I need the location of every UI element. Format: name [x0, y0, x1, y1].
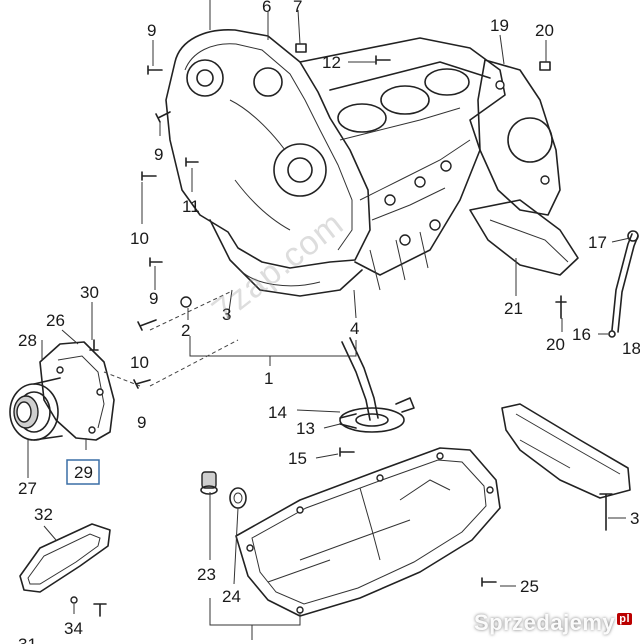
label-34: 34 [64, 619, 83, 638]
label-17: 17 [588, 233, 607, 252]
label-25: 25 [520, 577, 539, 596]
label-31: 31 [18, 635, 37, 644]
label-20b: 20 [546, 335, 565, 354]
label-10b: 10 [130, 353, 149, 372]
label-4: 4 [350, 319, 359, 338]
label-28: 28 [18, 331, 37, 350]
oil-pickup [339, 337, 415, 433]
drain-plug [200, 471, 247, 509]
oil-pan [235, 447, 501, 617]
gasket [19, 523, 111, 593]
label-27: 27 [18, 479, 37, 498]
label-9d: 9 [137, 413, 146, 432]
label-11: 11 [182, 197, 200, 216]
label-30: 30 [80, 283, 99, 302]
label-6: 6 [262, 0, 271, 16]
label-14: 14 [268, 403, 287, 422]
label-9c: 9 [149, 289, 158, 308]
oil-seal-housing [9, 341, 115, 441]
lower-baffle [501, 403, 631, 499]
rear-plate [477, 59, 561, 216]
label-3: 3 [222, 305, 231, 324]
label-29: 29 [74, 463, 93, 482]
engine-block [165, 29, 506, 297]
brand-name: Sprzedajemy [473, 610, 616, 635]
label-12: 12 [322, 53, 341, 72]
label-26: 26 [46, 311, 65, 330]
label-7: 7 [293, 0, 302, 16]
label-2: 2 [181, 321, 190, 340]
label-9a: 9 [147, 21, 156, 40]
label-18: 18 [622, 339, 640, 358]
label-15: 15 [288, 449, 307, 468]
label-20a: 20 [535, 21, 554, 40]
label-9b: 9 [154, 145, 163, 164]
bolts [70, 43, 613, 617]
label-33: 3 [630, 509, 639, 528]
label-32: 32 [34, 505, 53, 524]
label-16: 16 [572, 325, 591, 344]
dipstick-assembly [608, 230, 639, 338]
label-23: 23 [197, 565, 216, 584]
oil-baffle [469, 199, 579, 276]
leader-lines [27, 0, 631, 640]
part-number-labels: 6 7 9 12 19 20 9 11 10 17 30 9 21 26 2 3… [18, 0, 640, 644]
label-1: 1 [264, 369, 273, 388]
label-13: 13 [296, 419, 315, 438]
label-29-box [66, 459, 100, 485]
label-21: 21 [504, 299, 523, 318]
brand-suffix: pl [617, 612, 632, 625]
label-10a: 10 [130, 229, 149, 248]
label-24: 24 [222, 587, 241, 606]
label-19: 19 [490, 16, 509, 35]
